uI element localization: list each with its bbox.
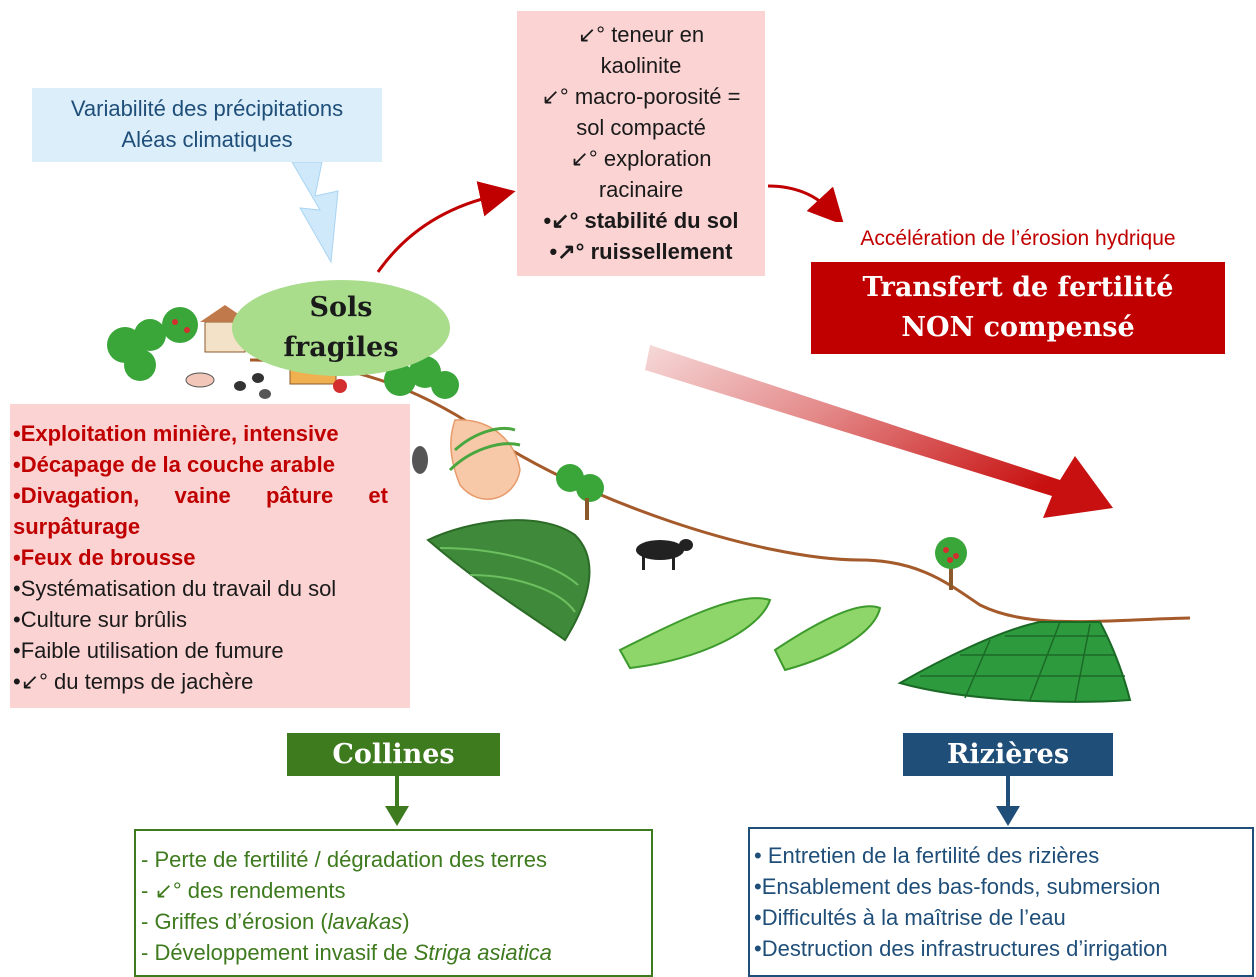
collines-impacts-box: - Perte de fertilité / dégradation des t… — [134, 829, 653, 977]
pressure-item: •Feux de brousse — [13, 545, 196, 570]
pressure-item: •Culture sur brûlis — [13, 607, 187, 632]
rizieres-impact: • Entretien de la fertilité des rizières — [754, 843, 1100, 868]
arrow-to-soil-effects — [376, 181, 516, 273]
tree-icon — [384, 356, 459, 399]
fragile-soils-line-1: Sols — [309, 292, 373, 323]
soil-effect-line: •↙° stabilité du sol — [543, 208, 739, 233]
collines-impact: - Développement invasif de Striga asiati… — [141, 940, 552, 965]
climate-variability-box: Variabilité des précipitations Aléas cli… — [32, 88, 382, 162]
tree-icon — [935, 537, 967, 590]
pressure-item: •Faible utilisation de fumure — [13, 638, 284, 663]
pressure-item: •Systématisation du travail du sol — [13, 576, 337, 601]
hill-field — [618, 597, 772, 670]
rizieres-impact: •Difficultés à la maîtrise de l’eau — [754, 905, 1066, 930]
soil-effect-line: ↙° teneur en — [577, 22, 705, 47]
pressure-item: •↙° du temps de jachère — [13, 669, 254, 694]
down-arrow-icon — [996, 776, 1020, 826]
collines-impact: - Griffes d’érosion (lavakas) — [141, 909, 410, 934]
hillside-slope — [249, 358, 1191, 624]
fertility-transfer-arrow — [645, 345, 1113, 518]
soil-effect-line: ↙° macro-porosité = — [541, 84, 741, 109]
fragile-soils-ellipse: Sols fragiles — [232, 280, 450, 376]
pressure-item: •Divagation, vaine pâture et — [13, 483, 388, 508]
rizieres-label: Rizières — [903, 733, 1113, 776]
rizieres-impact: •Ensablement des bas-fonds, submersion — [754, 874, 1161, 899]
hill-field — [773, 605, 882, 672]
cattle-icon — [412, 446, 693, 570]
rizieres-impact: •Destruction des infrastructures d’irrig… — [754, 936, 1168, 961]
soil-effects-box: ↙° teneur en kaolinite ↙° macro-porosité… — [517, 11, 765, 276]
arrow-to-erosion — [767, 184, 845, 226]
erosion-title: Accélération de l’érosion hydrique — [818, 222, 1218, 256]
paddy-field — [897, 621, 1132, 703]
soil-effect-line: racinaire — [598, 177, 684, 202]
climate-line-2: Aléas climatiques — [121, 127, 293, 152]
soil-effect-line: sol compacté — [576, 115, 706, 140]
lightning-icon — [291, 161, 339, 264]
terraced-field — [426, 519, 591, 642]
collines-impact: - ↙° des rendements — [141, 878, 346, 903]
fertility-transfer-box: Transfert de fertilité NON compensé — [811, 262, 1225, 354]
collines-label: Collines — [287, 733, 500, 776]
down-arrow-icon — [385, 776, 409, 826]
fragile-soils-line-2: fragiles — [283, 332, 399, 363]
climate-line-1: Variabilité des précipitations — [70, 96, 344, 121]
pressures-box: •Exploitation minière, intensive •Décapa… — [10, 404, 410, 708]
soil-effect-line: kaolinite — [600, 53, 682, 78]
livestock-icon — [185, 372, 271, 399]
pressure-item: •Exploitation minière, intensive — [13, 421, 339, 446]
transfer-line-1: Transfert de fertilité — [862, 272, 1174, 303]
tree-icon — [556, 464, 604, 520]
transfer-line-2: NON compensé — [901, 312, 1135, 343]
soil-effect-line: •↗° ruissellement — [549, 239, 733, 264]
soil-effect-line: ↙° exploration — [570, 146, 712, 171]
tree-icon — [107, 307, 198, 381]
rizieres-impacts-box: • Entretien de la fertilité des rizières… — [748, 827, 1254, 977]
pressure-item: •Décapage de la couche arable — [13, 452, 335, 477]
collines-impact: - Perte de fertilité / dégradation des t… — [141, 847, 547, 872]
pressure-item: surpâturage — [13, 514, 141, 539]
